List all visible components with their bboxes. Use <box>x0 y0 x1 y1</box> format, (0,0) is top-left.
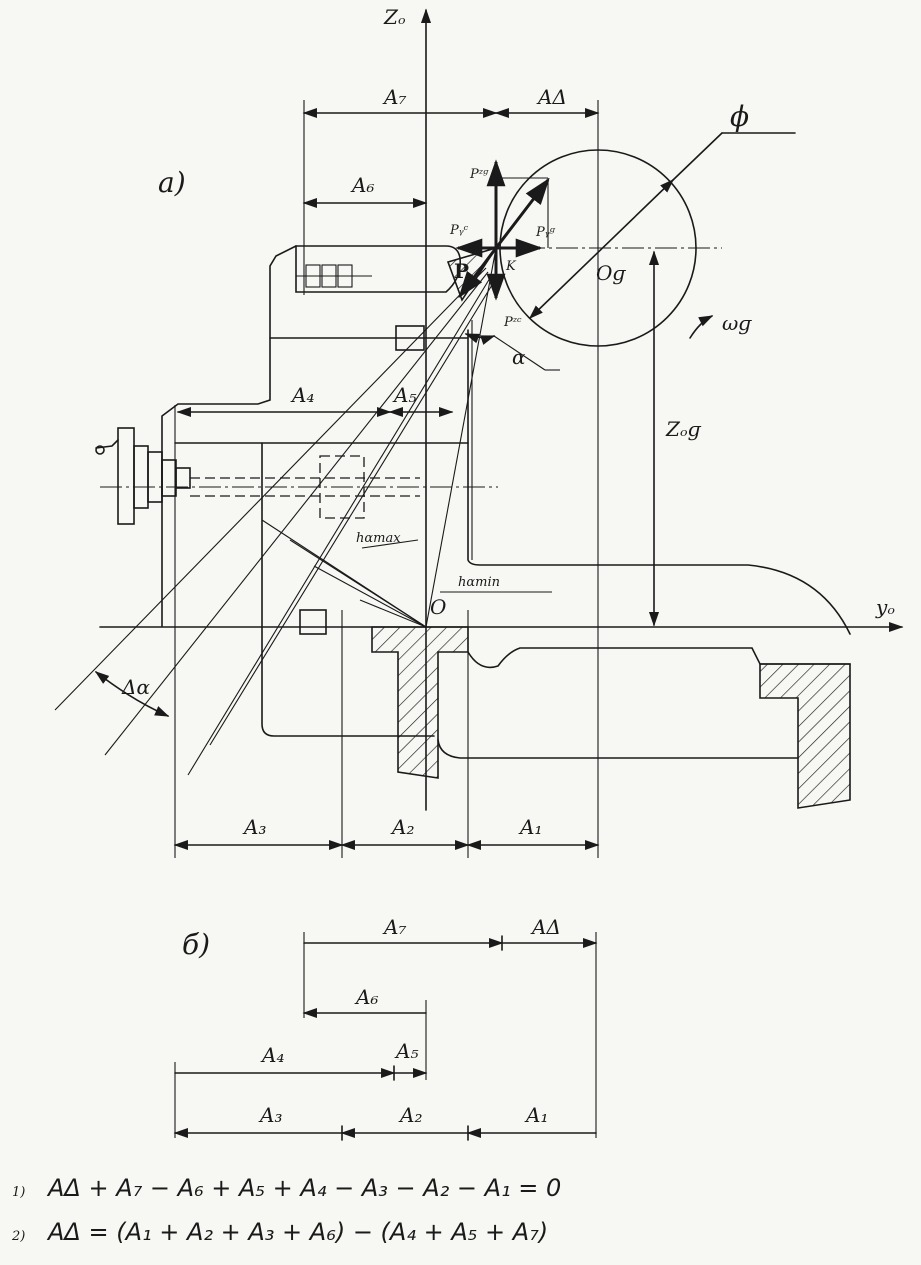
y-axis-label: yₒ <box>875 595 895 619</box>
dim-a1-label: A₁ <box>518 815 542 839</box>
h-max-label: hαmax <box>356 531 401 546</box>
b-dim-a4-label: A₄ <box>260 1043 284 1067</box>
delta-alpha-label: Δα <box>121 675 150 699</box>
b-dim-a5-label: A₅ <box>394 1039 418 1063</box>
tool-adjuster <box>296 264 372 288</box>
force-vectors <box>455 159 550 301</box>
height-rays <box>261 247 497 628</box>
force-py-ch-label: Pᵧᶜ <box>449 223 469 238</box>
carriage-body <box>261 442 435 737</box>
reference-lines <box>174 100 599 858</box>
lead-screw <box>100 455 498 519</box>
dim-ad-label: AΔ <box>536 85 567 109</box>
tool-body <box>295 245 462 293</box>
b-dim-ad-label: AΔ <box>530 915 561 939</box>
rotation-arrow <box>689 315 714 339</box>
dim-a7-label: A₇ <box>382 85 406 109</box>
center-label: Oɡ <box>596 261 626 285</box>
b-dim-a7-label: A₇ <box>382 915 406 939</box>
part-a-label: a) <box>158 166 186 199</box>
alpha-arc <box>464 333 496 345</box>
bed-outline <box>467 329 851 635</box>
dim-a4-label: A₄ <box>290 383 314 407</box>
delta-alpha-arc <box>94 671 170 717</box>
diameter-line <box>528 179 675 319</box>
slide-outline <box>161 245 297 627</box>
equation-2: AΔ = (A₁ + A₂ + A₃ + A₆) − (A₄ + A₅ + A₇… <box>46 1218 548 1246</box>
omega-label: ωɡ <box>722 311 752 335</box>
b-dim-a1-label: A₁ <box>524 1103 548 1127</box>
bed-section-left <box>371 626 469 779</box>
dim-a3-label: A₃ <box>242 815 266 839</box>
diameter-leader <box>672 132 723 181</box>
guide-block <box>395 325 425 351</box>
part-b-label: б) <box>182 928 210 961</box>
dim-a2-label: A₂ <box>390 815 414 839</box>
tool-point-label: P <box>454 259 469 283</box>
equation-1-number: 1) <box>12 1185 25 1200</box>
force-pz-ch-label: Pᶻᶜ <box>503 315 522 330</box>
b-dim-a6-label: A₆ <box>354 985 378 1009</box>
alpha-label: α <box>512 345 526 369</box>
bed-section-right <box>759 663 851 809</box>
b-dim-a3-label: A₃ <box>258 1103 282 1127</box>
diameter-label: ϕ <box>730 100 749 133</box>
dimension-chain-b <box>173 932 598 1141</box>
equation-1: AΔ + A₇ − A₆ + A₅ + A₄ − A₃ − A₂ − A₁ = … <box>46 1174 561 1202</box>
h-min-label: hαmin <box>458 575 500 590</box>
origin-label: O <box>430 595 446 619</box>
contact-point-label: K <box>505 259 517 274</box>
dim-a6-label: A₆ <box>350 173 374 197</box>
z0g-label: Zₒɡ <box>665 417 702 441</box>
force-pz-g-label: Pᶻᵍ <box>469 167 489 182</box>
force-py-g-label: Pᵧᵍ <box>535 225 556 240</box>
dimensions-a <box>173 107 600 851</box>
dim-a5-label: A₅ <box>392 383 416 407</box>
z-axis-label: Zₒ <box>383 5 406 29</box>
bed-top-profile <box>467 647 851 669</box>
equation-2-number: 2) <box>11 1229 25 1244</box>
b-dim-a2-label: A₂ <box>398 1103 422 1127</box>
